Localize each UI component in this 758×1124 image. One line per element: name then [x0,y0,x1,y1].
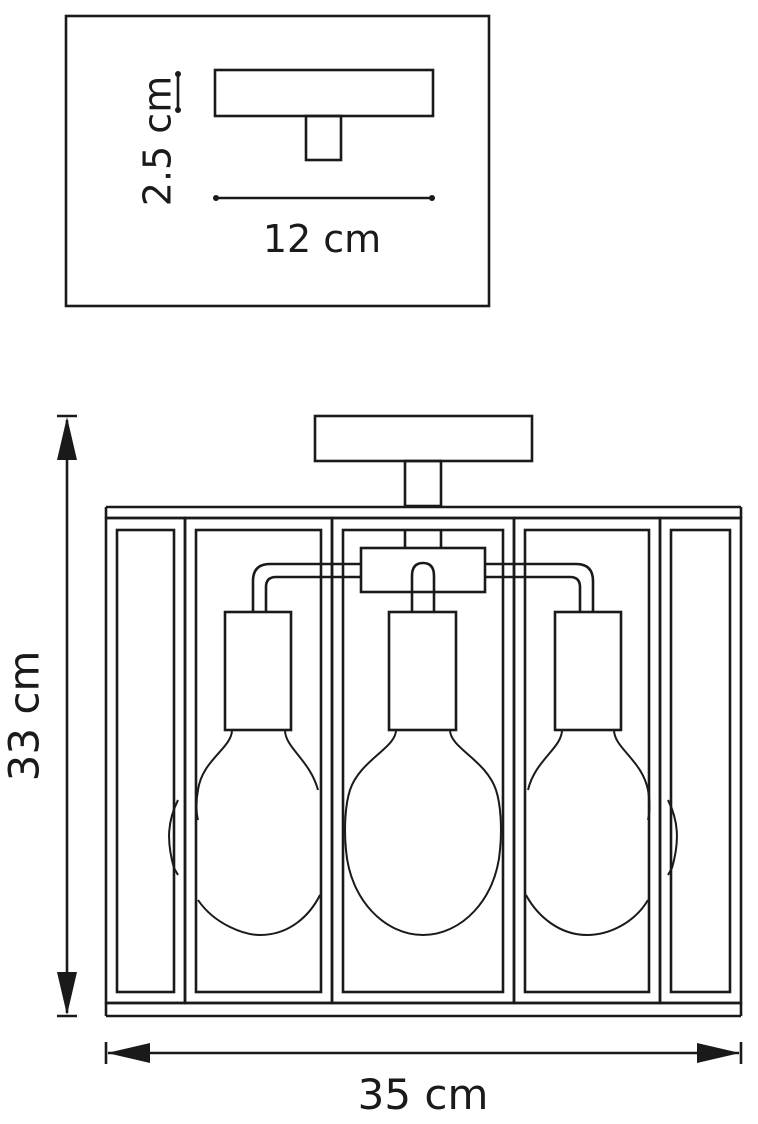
canopy-detail-inset: 2.5 cm 12 cm [64,14,491,308]
height-arrow-bottom [57,972,77,1015]
left-arm [251,562,361,612]
right-arm [485,562,595,612]
height-arrow-top [57,417,77,460]
center-bulb [344,729,502,937]
center-stem [410,561,436,612]
junction-hub [359,546,487,594]
inset-depth-dot-bottom [175,107,181,113]
width-arrow-right [697,1043,740,1063]
left-socket [223,610,293,732]
height-label: 33 cm [0,651,49,782]
inset-width-dot-left [213,195,219,201]
right-bulb [525,729,678,937]
panel-left [183,516,334,1005]
inset-depth-dot-top [175,71,181,77]
ceiling-lamp-drawing: 33 cm 35 cm [0,414,743,1119]
right-socket [553,610,623,732]
inset-depth-label: 2.5 cm [136,76,180,206]
panel-far-right [658,516,743,1005]
panel-far-left [104,516,187,1005]
inset-canopy-stem [304,114,343,162]
center-socket [387,610,458,732]
canopy-plate [313,414,534,463]
width-arrow-left [107,1043,150,1063]
inset-width-dot-right [429,195,435,201]
left-bulb [168,729,321,937]
canopy-stem [403,459,443,508]
inset-canopy-plate [213,68,435,118]
panel-right [512,516,662,1005]
inset-width-label: 12 cm [263,217,381,261]
width-label: 35 cm [358,1070,489,1119]
inset-frame [64,14,491,308]
